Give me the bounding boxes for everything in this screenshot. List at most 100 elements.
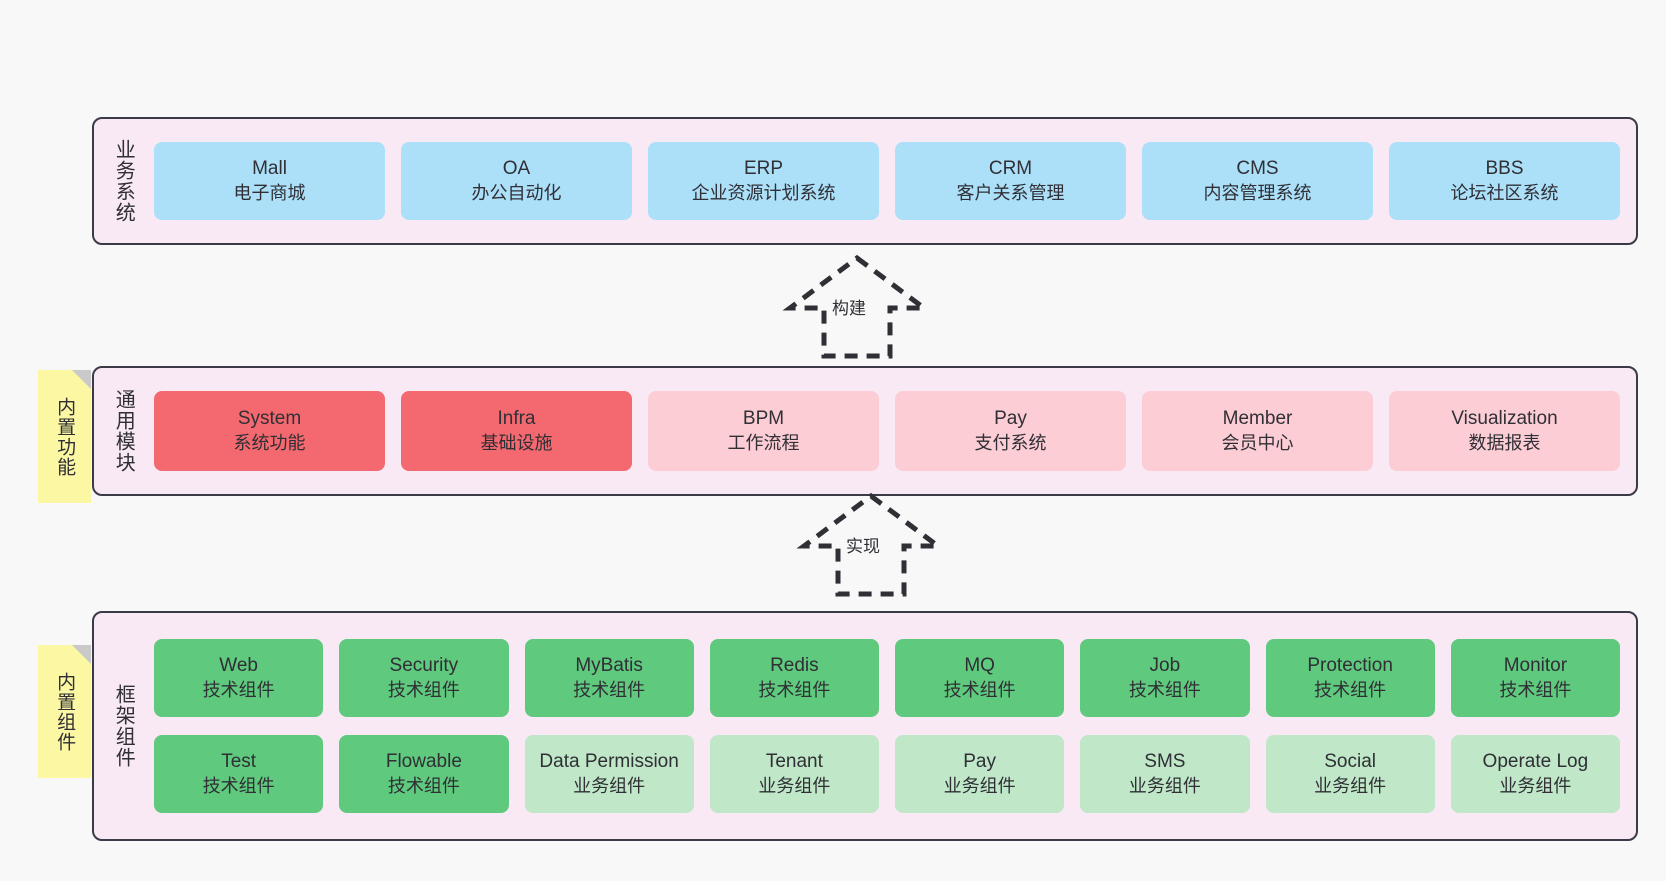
card-data-permission[interactable]: Data Permission 业务组件 (524, 735, 694, 813)
card-job[interactable]: Job 技术组件 (1080, 639, 1250, 717)
card-mybatis[interactable]: MyBatis 技术组件 (524, 639, 694, 717)
card-test[interactable]: Test 技术组件 (154, 735, 324, 813)
connector-build-label: 构建 (832, 299, 866, 318)
card-social-name: Social (1324, 751, 1376, 773)
card-mybatis-desc: 技术组件 (573, 679, 646, 700)
card-oa-desc: 办公自动化 (471, 182, 562, 203)
card-bbs-desc: 论坛社区系统 (1450, 182, 1559, 203)
card-monitor-name: Monitor (1503, 655, 1568, 677)
note-builtin-functions: 内置功能 (38, 370, 91, 503)
framework-components-row-1: Web 技术组件 Security 技术组件 MyBatis 技术组件 Redi… (154, 639, 1620, 717)
connector-build-shape (782, 254, 932, 359)
card-web-desc: 技术组件 (202, 679, 275, 700)
card-pay-module-name: Pay (994, 408, 1027, 430)
card-erp-desc: 企业资源计划系统 (691, 182, 836, 203)
card-visualization-name: Visualization (1451, 408, 1558, 430)
card-flowable[interactable]: Flowable 技术组件 (339, 735, 509, 813)
card-security-desc: 技术组件 (387, 679, 460, 700)
card-crm-name: CRM (988, 158, 1033, 180)
connector-implement: 实现 (786, 490, 956, 600)
card-cms[interactable]: CMS 内容管理系统 (1142, 142, 1373, 220)
note-builtin-components-label: 内置组件 (54, 671, 76, 752)
connector-implement-shape (796, 492, 946, 597)
card-data-permission-name: Data Permission (539, 751, 679, 773)
card-erp-name: ERP (743, 158, 784, 180)
card-protection[interactable]: Protection 技术组件 (1265, 639, 1435, 717)
card-web[interactable]: Web 技术组件 (154, 639, 324, 717)
connector-implement-label: 实现 (846, 537, 880, 556)
card-mall[interactable]: Mall 电子商城 (154, 142, 385, 220)
card-system-desc: 系统功能 (233, 432, 306, 453)
card-system-name: System (237, 408, 302, 430)
card-pay-component-desc: 业务组件 (943, 775, 1016, 796)
card-infra[interactable]: Infra 基础设施 (401, 391, 632, 471)
card-test-name: Test (221, 751, 257, 773)
layer-body-business-systems: Mall 电子商城 OA 办公自动化 ERP 企业资源计划系统 CRM 客户关系… (144, 119, 1636, 243)
card-security-name: Security (389, 655, 459, 677)
card-bpm-desc: 工作流程 (727, 432, 800, 453)
card-bbs-name: BBS (1485, 158, 1524, 180)
card-bpm[interactable]: BPM 工作流程 (648, 391, 879, 471)
card-infra-desc: 基础设施 (480, 432, 553, 453)
card-sms[interactable]: SMS 业务组件 (1080, 735, 1250, 813)
card-sms-name: SMS (1144, 751, 1186, 773)
card-redis-name: Redis (770, 655, 819, 677)
business-systems-row: Mall 电子商城 OA 办公自动化 ERP 企业资源计划系统 CRM 客户关系… (154, 142, 1620, 220)
card-visualization-desc: 数据报表 (1468, 432, 1541, 453)
card-pay-component[interactable]: Pay 业务组件 (895, 735, 1065, 813)
layer-body-framework-components: Web 技术组件 Security 技术组件 MyBatis 技术组件 Redi… (144, 613, 1636, 839)
card-tenant-name: Tenant (765, 751, 823, 773)
card-mybatis-name: MyBatis (575, 655, 643, 677)
card-monitor-desc: 技术组件 (1499, 679, 1572, 700)
card-pay-module[interactable]: Pay 支付系统 (895, 391, 1126, 471)
card-operate-log-desc: 业务组件 (1499, 775, 1572, 796)
card-data-permission-desc: 业务组件 (573, 775, 646, 796)
card-job-name: Job (1149, 655, 1181, 677)
card-member-desc: 会员中心 (1221, 432, 1294, 453)
card-tenant-desc: 业务组件 (758, 775, 831, 796)
card-protection-name: Protection (1307, 655, 1393, 677)
card-operate-log[interactable]: Operate Log 业务组件 (1450, 735, 1620, 813)
card-tenant[interactable]: Tenant 业务组件 (709, 735, 879, 813)
note-builtin-functions-label: 内置功能 (54, 396, 76, 477)
card-redis[interactable]: Redis 技术组件 (709, 639, 879, 717)
card-mall-name: Mall (252, 158, 287, 180)
card-crm[interactable]: CRM 客户关系管理 (895, 142, 1126, 220)
card-member[interactable]: Member 会员中心 (1142, 391, 1373, 471)
card-protection-desc: 技术组件 (1314, 679, 1387, 700)
card-job-desc: 技术组件 (1128, 679, 1201, 700)
card-security[interactable]: Security 技术组件 (339, 639, 509, 717)
card-social-desc: 业务组件 (1314, 775, 1387, 796)
card-cms-name: CMS (1236, 158, 1279, 180)
card-web-name: Web (219, 655, 258, 677)
layer-title-common-modules: 通用模块 (112, 389, 135, 473)
card-sms-desc: 业务组件 (1128, 775, 1201, 796)
card-flowable-desc: 技术组件 (387, 775, 460, 796)
card-bbs[interactable]: BBS 论坛社区系统 (1389, 142, 1620, 220)
layer-title-business-systems: 业务系统 (112, 139, 135, 223)
card-pay-module-desc: 支付系统 (974, 432, 1047, 453)
layer-title-framework-components: 框架组件 (112, 684, 135, 768)
card-flowable-name: Flowable (385, 751, 462, 773)
card-monitor[interactable]: Monitor 技术组件 (1450, 639, 1620, 717)
card-mq[interactable]: MQ 技术组件 (895, 639, 1065, 717)
common-modules-row: System 系统功能 Infra 基础设施 BPM 工作流程 Pay 支付系统… (154, 391, 1620, 471)
card-redis-desc: 技术组件 (758, 679, 831, 700)
card-cms-desc: 内容管理系统 (1203, 182, 1312, 203)
framework-components-row-2: Test 技术组件 Flowable 技术组件 Data Permission … (154, 735, 1620, 813)
card-member-name: Member (1222, 408, 1293, 430)
layer-body-common-modules: System 系统功能 Infra 基础设施 BPM 工作流程 Pay 支付系统… (144, 368, 1636, 494)
card-visualization[interactable]: Visualization 数据报表 (1389, 391, 1620, 471)
card-operate-log-name: Operate Log (1482, 751, 1589, 773)
card-erp[interactable]: ERP 企业资源计划系统 (648, 142, 879, 220)
card-oa-name: OA (502, 158, 531, 180)
card-bpm-name: BPM (742, 408, 785, 430)
card-social[interactable]: Social 业务组件 (1265, 735, 1435, 813)
card-pay-component-name: Pay (963, 751, 996, 773)
layer-framework-components: 框架组件 Web 技术组件 Security 技术组件 MyBatis 技术组件… (92, 611, 1638, 841)
connector-build: 构建 (772, 252, 942, 362)
card-oa[interactable]: OA 办公自动化 (401, 142, 632, 220)
card-system[interactable]: System 系统功能 (154, 391, 385, 471)
card-crm-desc: 客户关系管理 (956, 182, 1065, 203)
